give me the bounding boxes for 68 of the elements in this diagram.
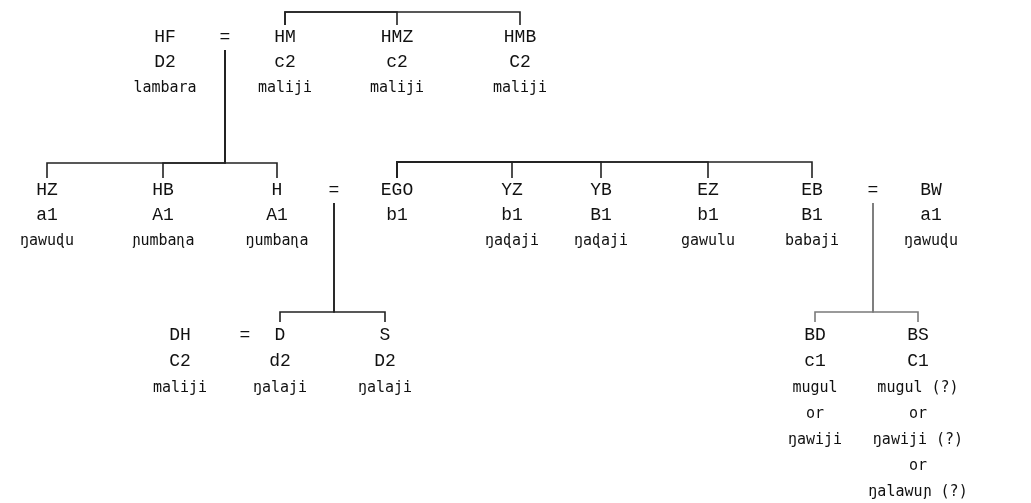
marriage-sign: = [328,179,340,202]
kin-code: HM [274,26,296,49]
kin-term: ŋalawuɲ (?) [868,481,968,502]
kin-term: or [805,403,825,424]
section-code: c2 [386,51,408,74]
section-code: A1 [152,204,174,227]
kin-term: ŋawiji [787,429,843,450]
kinship-line [224,49,278,179]
kin-term: ŋalaji [357,377,413,398]
section-code: B1 [590,204,612,227]
kin-term: or [908,403,928,424]
kin-term: mugul [792,377,838,398]
section-code: c1 [804,350,826,373]
kinship-line [396,161,813,179]
section-code: d2 [269,350,291,373]
section-code: C2 [509,51,531,74]
section-code: b1 [697,204,719,227]
kin-term: ŋalaji [252,377,308,398]
kinship-line [333,202,386,323]
kin-code: BD [804,324,826,347]
section-code: b1 [386,204,408,227]
kin-term: lambara [133,77,197,98]
kin-term: ŋawuɖu [19,230,75,251]
kin-term: maliji [257,77,313,98]
section-code: a1 [36,204,58,227]
section-code: D2 [154,51,176,74]
section-code: C1 [907,350,929,373]
section-code: b1 [501,204,523,227]
section-code: B1 [801,204,823,227]
kin-term: ŋawuɖu [903,230,959,251]
kin-term: ɲumbaɳa [131,230,195,251]
section-code: A1 [266,204,288,227]
kin-term: babaji [784,230,840,251]
marriage-sign: = [219,26,231,49]
section-code: c2 [274,51,296,74]
kin-code: D [274,324,286,347]
marriage-sign: = [867,179,879,202]
kin-term: ŋawiji (?) [872,429,964,450]
kin-term: maliji [492,77,548,98]
kin-code: BS [907,324,929,347]
kin-code: HMZ [380,26,414,49]
kin-code: HMB [503,26,537,49]
kin-term: mugul (?) [877,377,959,398]
kinship-line [284,11,521,26]
kin-code: EB [801,179,823,202]
marriage-sign: = [239,324,251,347]
kin-code: HF [154,26,176,49]
kin-term: ŋumbaɳa [245,230,309,251]
section-code: a1 [920,204,942,227]
kin-code: HB [152,179,174,202]
kin-term: or [908,455,928,476]
kin-term: ŋaɖaji [484,230,540,251]
kin-code: DH [169,324,191,347]
kin-code: YZ [501,179,523,202]
section-code: C2 [169,350,191,373]
section-code: D2 [374,350,396,373]
kin-term: maliji [369,77,425,98]
kin-term: gawulu [680,230,736,251]
kin-code: HZ [36,179,58,202]
kinship-line [872,202,919,323]
kin-term: maliji [152,377,208,398]
kin-code: EGO [380,179,414,202]
kin-code: YB [590,179,612,202]
kin-code: EZ [697,179,719,202]
kin-code: BW [920,179,942,202]
kin-term: ŋaɖaji [573,230,629,251]
kin-code: H [271,179,283,202]
kin-code: S [379,324,391,347]
